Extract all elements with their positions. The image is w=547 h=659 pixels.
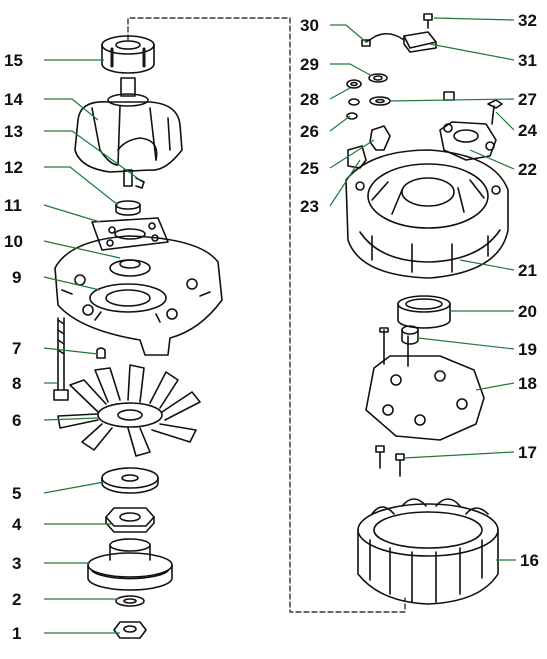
callout-26: 26 [300, 122, 319, 141]
part-brush-nut [443, 91, 455, 101]
leader-7 [43, 347, 99, 355]
callout-20: 20 [518, 302, 537, 321]
callout-22: 22 [518, 160, 537, 179]
part-insulating-washer [348, 98, 360, 106]
leader-lines [43, 17, 516, 634]
callout-28: 28 [300, 90, 319, 109]
part-regulator-screw [423, 13, 433, 29]
part-hex-nut-large [105, 507, 155, 533]
leader-23 [329, 159, 361, 207]
leader-27 [389, 98, 515, 102]
leader-26 [329, 115, 351, 132]
callout-1: 1 [12, 624, 21, 643]
leader-10 [43, 240, 121, 259]
callout-8: 8 [12, 374, 21, 393]
part-through-bolt [53, 317, 69, 401]
callout-30: 30 [300, 16, 319, 35]
part-brush-holder [439, 121, 497, 161]
leader-21 [459, 259, 515, 271]
part-washer-small [115, 200, 141, 216]
part-flat-washer [346, 112, 358, 120]
callout-16: 16 [520, 551, 539, 570]
callout-13: 13 [4, 122, 23, 141]
part-slip-ring-housing [345, 149, 509, 279]
callout-4: 4 [12, 515, 22, 534]
part-holder-screw [487, 99, 503, 125]
part-drive-end-housing [54, 235, 223, 356]
callout-9: 9 [12, 268, 21, 287]
callout-11: 11 [4, 196, 22, 215]
leader-30 [330, 24, 367, 43]
assembly-axis-line [127, 17, 406, 613]
callout-29: 29 [300, 55, 319, 74]
part-fan [57, 364, 201, 457]
part-stator [357, 498, 499, 605]
callout-14: 14 [4, 90, 23, 109]
part-voltage-regulator [361, 31, 437, 53]
callout-31: 31 [518, 51, 537, 70]
callout-23: 23 [300, 197, 319, 216]
leader-31 [429, 43, 515, 61]
part-bearing [101, 35, 155, 74]
part-small-nut [346, 79, 362, 89]
part-rectifier-bolts [375, 445, 405, 477]
leader-14 [44, 98, 99, 121]
part-grommet [401, 325, 419, 345]
callout-6: 6 [12, 411, 21, 430]
part-lock-washer [115, 595, 145, 607]
callout-18: 18 [518, 374, 537, 393]
leader-13 [44, 130, 141, 181]
callout-12: 12 [4, 158, 23, 177]
leader-6 [43, 417, 99, 421]
callout-25: 25 [300, 159, 319, 178]
leader-5 [43, 481, 105, 494]
part-rectifier [365, 327, 485, 441]
leader-28 [329, 87, 351, 100]
part-spacer [101, 467, 159, 494]
callout-labels: 1 2 3 4 5 6 7 8 9 10 11 12 13 14 15 16 1… [4, 11, 539, 643]
callout-27: 27 [518, 90, 537, 109]
part-washer-right [369, 96, 391, 106]
callout-5: 5 [12, 484, 21, 503]
callout-15: 15 [4, 51, 23, 70]
leader-12 [44, 166, 119, 206]
part-pulley-nut [113, 621, 147, 639]
leader-9 [43, 276, 101, 291]
part-rear-bearing [397, 295, 451, 329]
part-woodruff-key [96, 347, 106, 359]
leader-22 [469, 149, 515, 170]
part-bearing-plate [91, 217, 169, 251]
callout-19: 19 [518, 340, 537, 359]
callout-32: 32 [518, 11, 537, 30]
leader-29 [330, 63, 373, 77]
leader-19 [417, 337, 515, 350]
leader-32 [433, 17, 515, 21]
part-brush-ring [368, 73, 388, 83]
leader-11 [43, 204, 101, 223]
leader-24 [495, 111, 515, 131]
callout-7: 7 [12, 339, 21, 358]
part-pulley [87, 538, 173, 591]
leader-25 [329, 139, 375, 169]
callout-17: 17 [518, 443, 537, 462]
callout-21: 21 [518, 261, 537, 280]
callout-24: 24 [518, 121, 537, 140]
leader-18 [475, 382, 515, 391]
callout-3: 3 [12, 554, 21, 573]
callout-2: 2 [12, 590, 21, 609]
part-rotor [74, 77, 183, 189]
callout-10: 10 [4, 232, 23, 251]
leader-17 [403, 451, 515, 459]
